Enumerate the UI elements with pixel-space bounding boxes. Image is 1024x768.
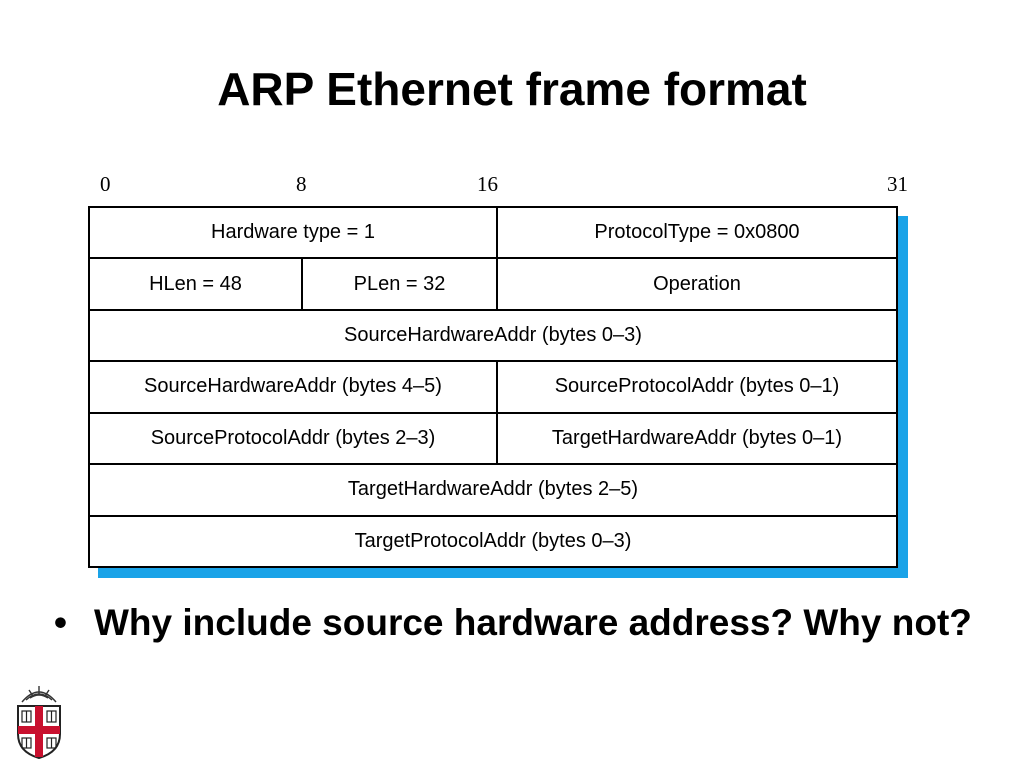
arp-frame-table: Hardware type = 1 ProtocolType = 0x0800 … [88, 206, 898, 568]
field-hlen: HLen = 48 [90, 259, 303, 311]
field-target-proto-addr-0-3: TargetProtocolAddr (bytes 0–3) [90, 516, 898, 568]
bullet-marker: • [54, 602, 67, 643]
slide-title: ARP Ethernet frame format [217, 63, 807, 115]
university-shield-icon [17, 686, 61, 760]
field-operation: Operation [498, 259, 898, 311]
field-plen: PLen = 32 [303, 259, 498, 311]
bit-label-31: 31 [887, 172, 908, 196]
bit-label-16: 16 [477, 172, 498, 196]
field-source-proto-addr-2-3: SourceProtocolAddr (bytes 2–3) [90, 413, 498, 466]
field-target-hw-addr-0-1: TargetHardwareAddr (bytes 0–1) [498, 413, 898, 466]
field-source-proto-addr-0-1: SourceProtocolAddr (bytes 0–1) [498, 362, 898, 414]
field-source-hw-addr-4-5: SourceHardwareAddr (bytes 4–5) [90, 362, 498, 414]
bit-label-0: 0 [100, 172, 111, 196]
field-protocol-type: ProtocolType = 0x0800 [498, 208, 898, 260]
field-source-hw-addr-0-3: SourceHardwareAddr (bytes 0–3) [90, 310, 898, 363]
field-target-hw-addr-2-5: TargetHardwareAddr (bytes 2–5) [90, 465, 898, 517]
bullet-item: • Why include source hardware address? W… [54, 600, 974, 646]
bit-label-8: 8 [296, 172, 307, 196]
bullet-text: Why include source hardware address? Why… [94, 602, 972, 643]
field-hardware-type: Hardware type = 1 [90, 208, 498, 260]
